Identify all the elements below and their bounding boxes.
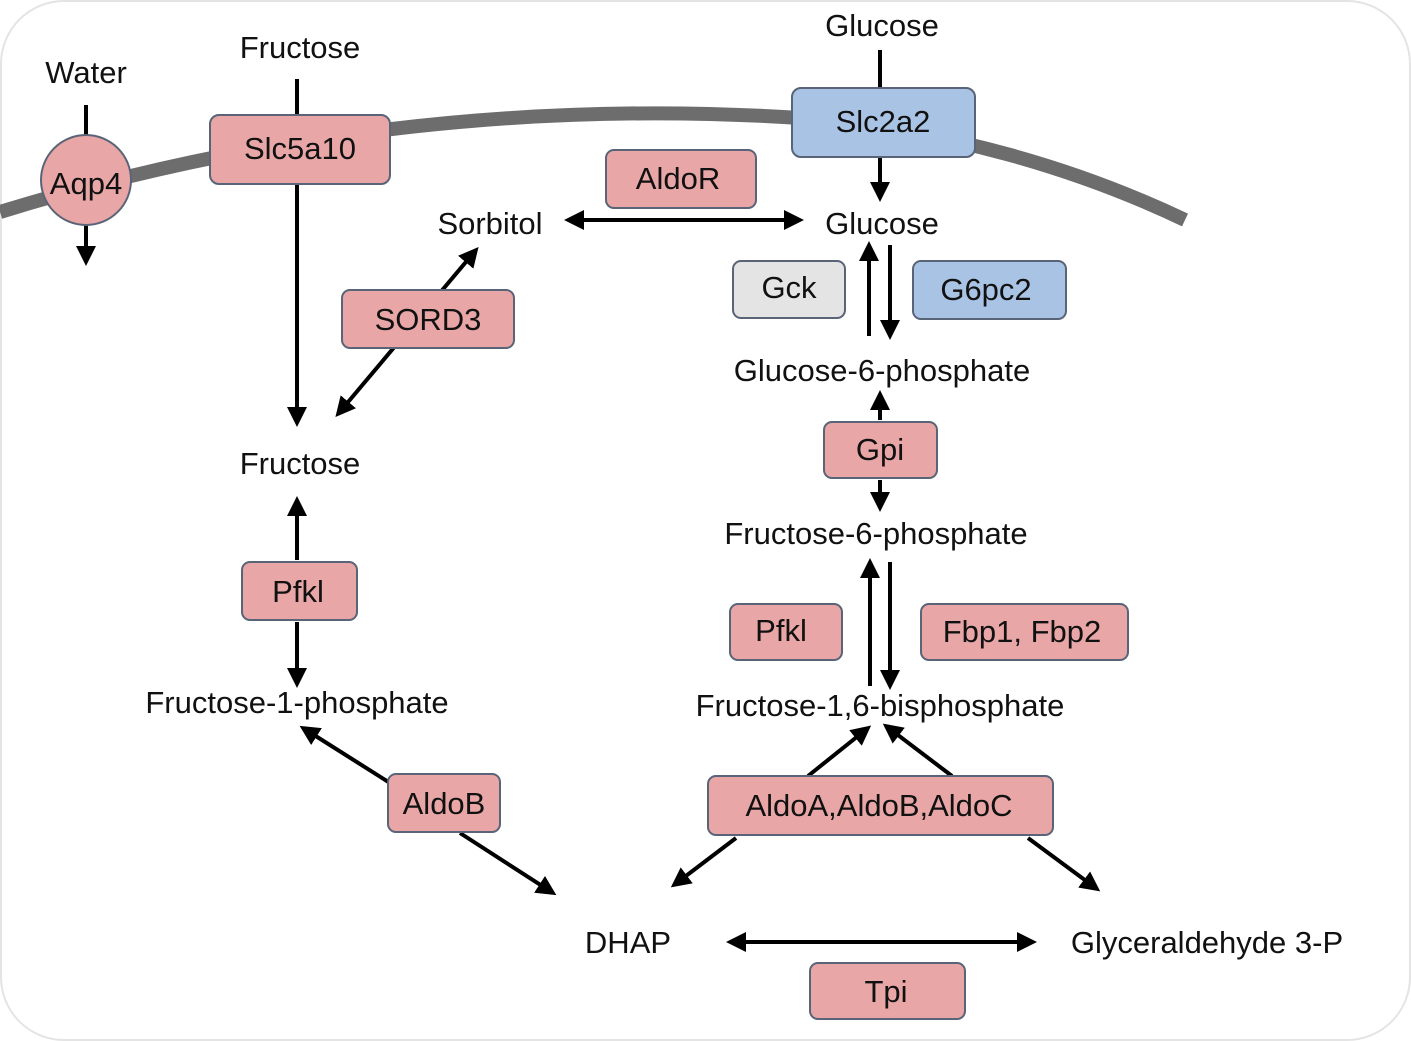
enzyme-aldoabc: AldoA,AldoB,AldoC — [707, 775, 1054, 836]
enzyme-aldor-label: AldoR — [636, 161, 720, 196]
aldo-to-dhap-arrow — [670, 836, 738, 888]
enzyme-gck-shape — [732, 260, 846, 319]
enzyme-fbp-shape — [920, 603, 1129, 661]
enzyme-tpi-shape — [809, 962, 966, 1020]
enzyme-g6pc2-label: G6pc2 — [940, 272, 1031, 307]
metabolite-fructose-1-6-bisphosphate: Fructose-1,6-bisphosphate — [696, 688, 1065, 723]
aldo-to-f16bp-right-arrow — [882, 723, 954, 778]
cell-membrane — [0, 106, 1189, 227]
enzyme-pfkl-left: Pfkl — [241, 561, 358, 621]
enzyme-pfkl-right: Pfkl — [729, 603, 843, 661]
enzyme-aldoabc-label: AldoA,AldoB,AldoC — [745, 788, 1012, 823]
enzyme-aldob: AldoB — [387, 773, 501, 833]
enzyme-aqp4-shape — [40, 134, 132, 226]
metabolite-glucose-extracellular: Glucose — [825, 8, 939, 43]
enzyme-aldoabc-shape — [707, 775, 1054, 836]
metabolite-fructose-intracellular: Fructose — [240, 446, 361, 481]
metabolite-labels: Water Fructose Glucose Sorbitol Glucose … — [45, 8, 1343, 960]
enzyme-pfkl-right-shape — [729, 603, 843, 661]
enzyme-g6pc2-shape — [912, 260, 1067, 320]
metabolite-glyceraldehyde-3-p: Glyceraldehyde 3-P — [1071, 925, 1343, 960]
enzyme-sord3-shape — [341, 289, 515, 349]
enzyme-aldob-label: AldoB — [403, 786, 486, 821]
enzyme-sord3: SORD3 — [341, 289, 515, 349]
enzyme-gpi: Gpi — [823, 421, 938, 479]
metabolite-fructose-6-phosphate: Fructose-6-phosphate — [724, 516, 1027, 551]
enzyme-aqp4-label: Aqp4 — [50, 166, 122, 201]
enzyme-slc2a2-label: Slc2a2 — [836, 104, 931, 139]
enzyme-pfkl-right-label: Pfkl — [755, 613, 807, 648]
aldo-to-g3p-arrow — [1026, 836, 1101, 892]
metabolite-glucose-6-phosphate: Glucose-6-phosphate — [734, 353, 1030, 388]
enzyme-g6pc2: G6pc2 — [912, 260, 1067, 320]
enzyme-fbp: Fbp1, Fbp2 — [920, 603, 1129, 661]
enzyme-pfkl-left-label: Pfkl — [272, 574, 324, 609]
metabolite-fructose-1-phosphate: Fructose-1-phosphate — [145, 685, 448, 720]
enzyme-slc5a10: Slc5a10 — [209, 114, 391, 185]
enzyme-nodes: Aqp4 Slc5a10 Slc2a2 AldoR SORD3 Gck — [40, 87, 1129, 1020]
enzyme-gck: Gck — [732, 260, 846, 319]
enzyme-gck-label: Gck — [761, 270, 817, 305]
enzyme-aldor: AldoR — [605, 149, 757, 209]
enzyme-slc2a2: Slc2a2 — [791, 87, 976, 158]
enzyme-aldob-shape — [387, 773, 501, 833]
enzyme-aldor-shape — [605, 149, 757, 209]
enzyme-slc5a10-shape — [209, 114, 391, 185]
metabolite-fructose-extracellular: Fructose — [240, 30, 361, 65]
enzyme-tpi-label: Tpi — [864, 974, 907, 1009]
enzyme-slc5a10-label: Slc5a10 — [244, 131, 356, 166]
enzyme-slc2a2-shape — [791, 87, 976, 158]
enzyme-fbp-label: Fbp1, Fbp2 — [943, 614, 1102, 649]
enzyme-tpi: Tpi — [809, 962, 966, 1020]
aldob-to-f1p-arrow — [299, 725, 392, 785]
enzyme-gpi-shape — [823, 421, 938, 479]
metabolite-sorbitol: Sorbitol — [437, 206, 542, 241]
enzyme-pfkl-left-shape — [241, 561, 358, 621]
metabolite-dhap: DHAP — [585, 925, 671, 960]
enzyme-sord3-label: SORD3 — [375, 302, 482, 337]
enzyme-gpi-label: Gpi — [856, 432, 904, 467]
metabolite-water: Water — [45, 55, 127, 90]
enzyme-aqp4: Aqp4 — [40, 134, 132, 226]
aldo-to-f16bp-left-arrow — [806, 725, 872, 778]
metabolite-glucose-intracellular: Glucose — [825, 206, 939, 241]
aldob-to-dhap-arrow — [458, 831, 557, 896]
